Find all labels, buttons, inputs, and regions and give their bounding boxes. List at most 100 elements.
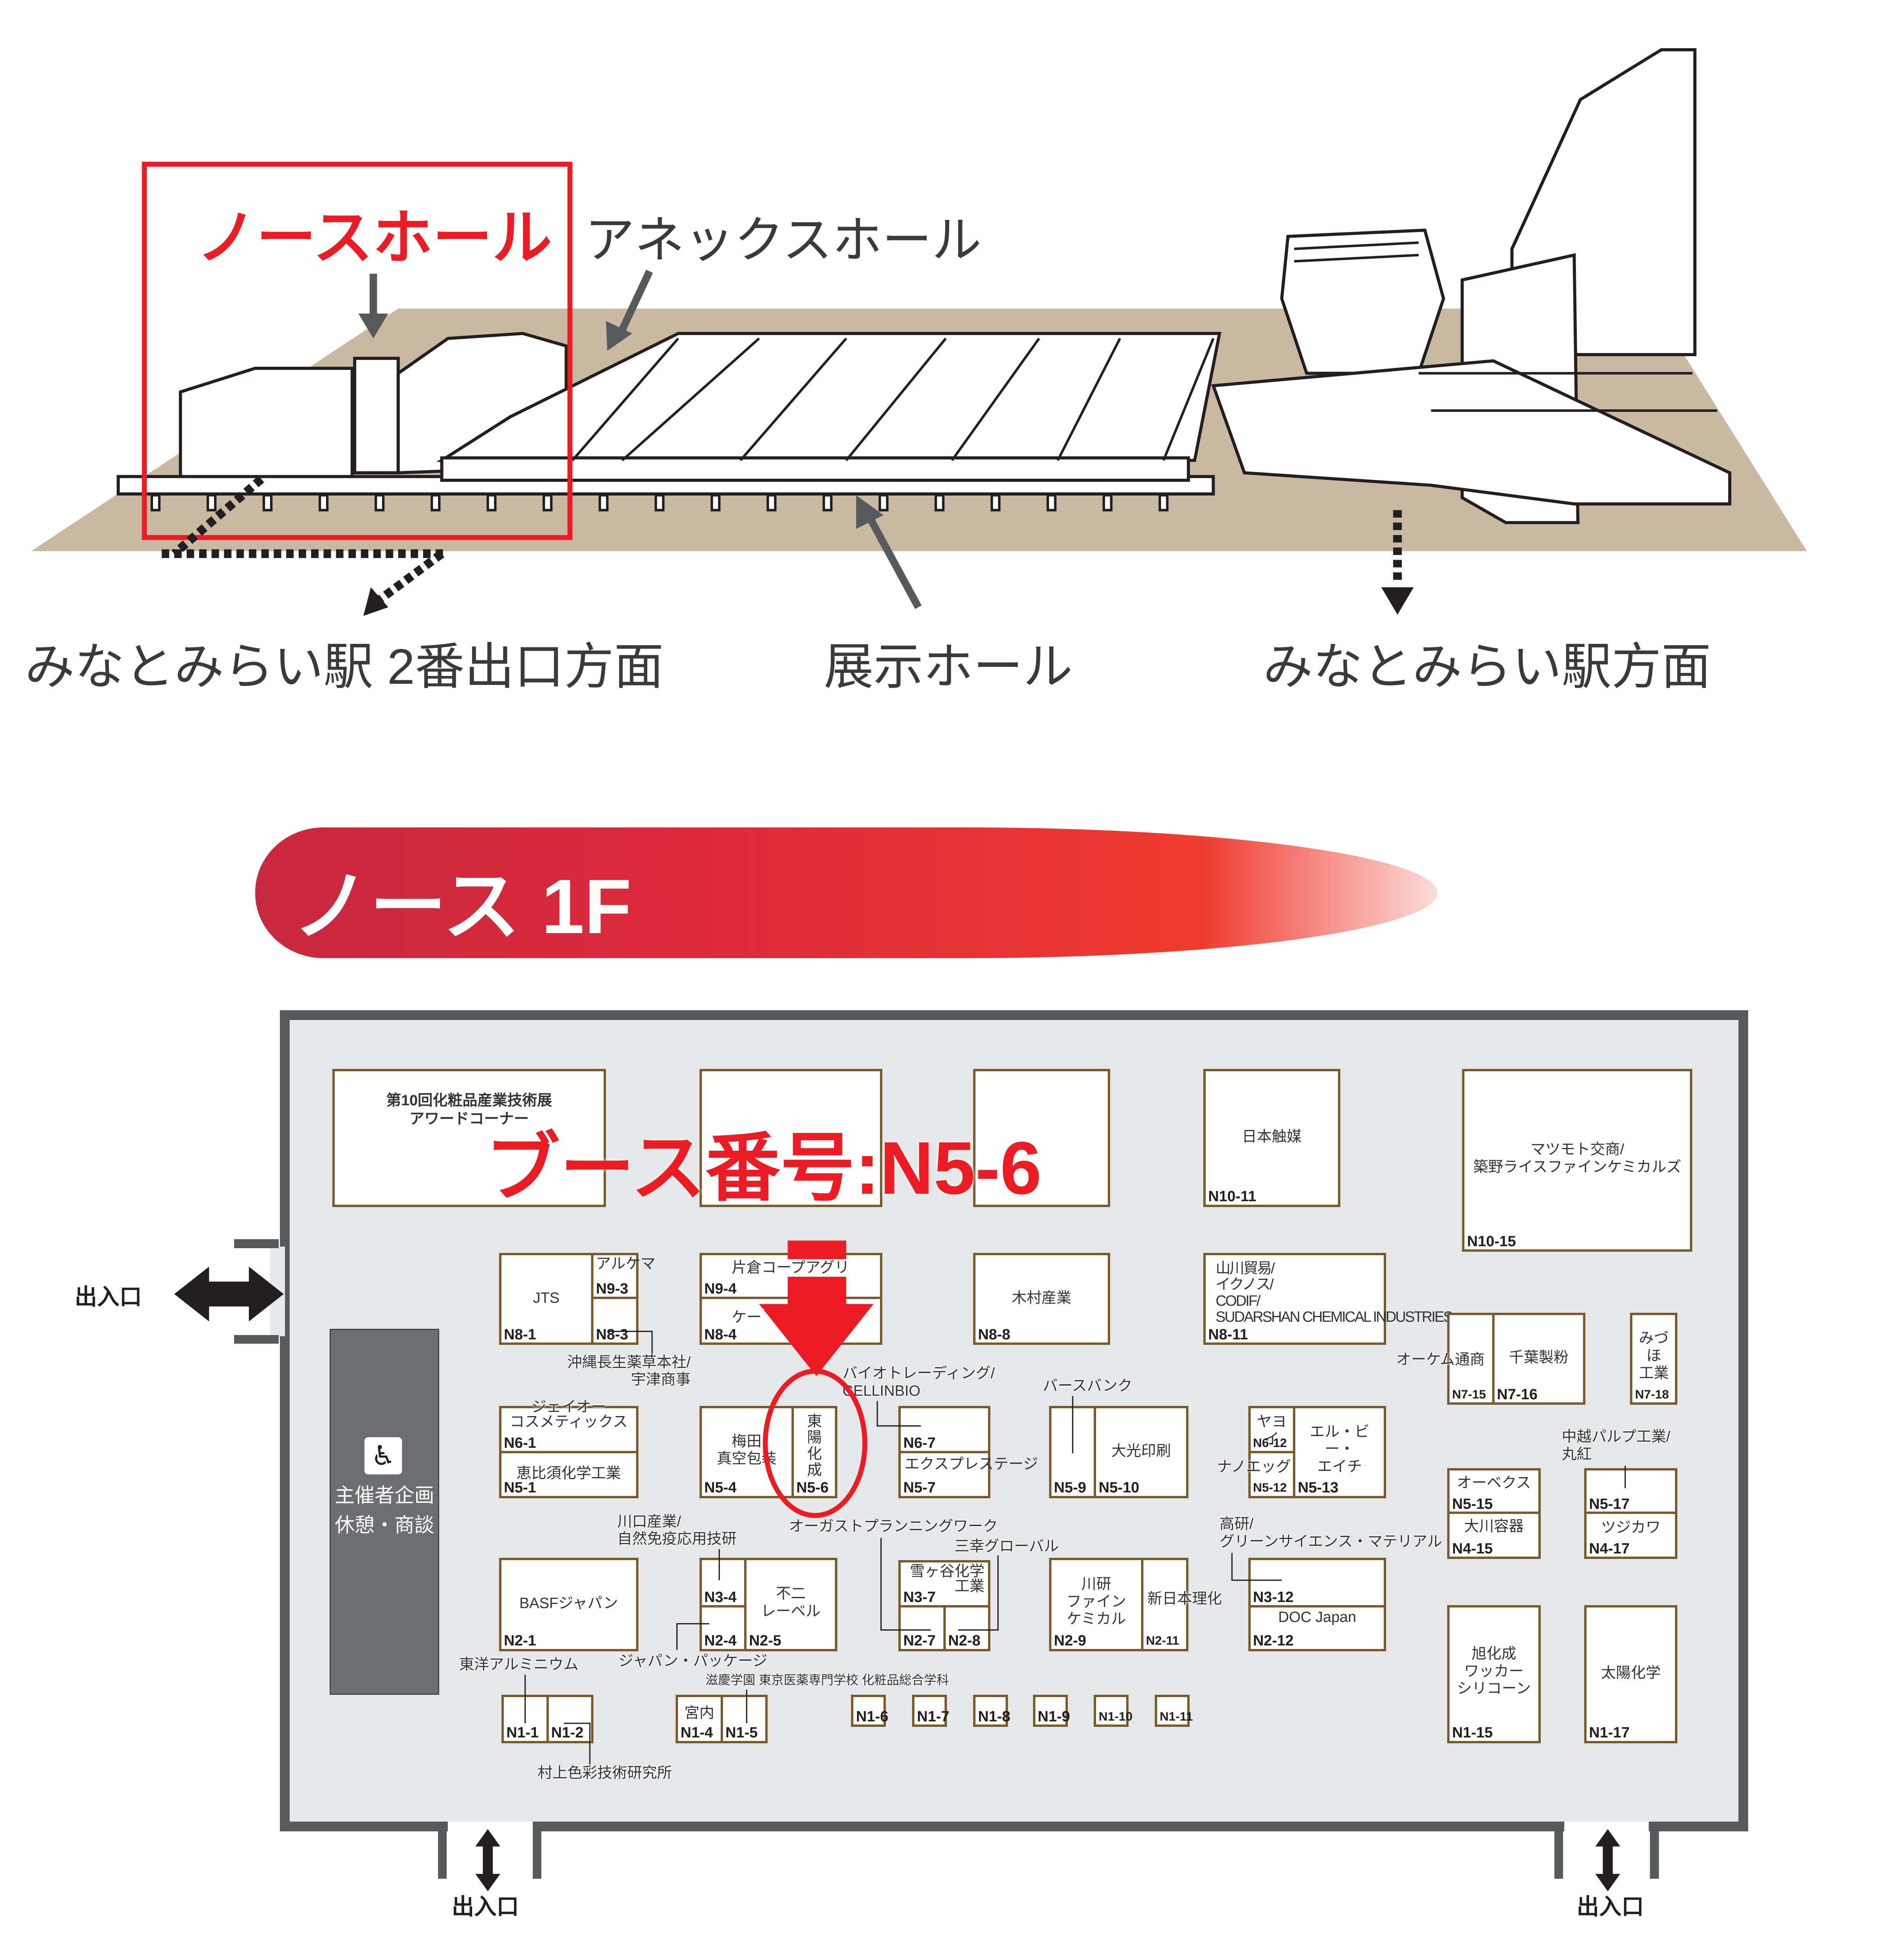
booth-number: N1-4 — [680, 1724, 713, 1741]
booth-name: BASFジャパン — [519, 1595, 618, 1612]
callout-biotrading: バイオトレーディング/ CELLINBIO — [842, 1365, 995, 1399]
booth-number: N5-4 — [704, 1479, 737, 1496]
booth-number: N1-17 — [1589, 1724, 1630, 1741]
booth-name: 川研 ファイン ケミカル — [1066, 1575, 1126, 1627]
booth-number: N8-8 — [978, 1326, 1010, 1343]
booth-N1-6[interactable]: N1-6 — [851, 1694, 888, 1727]
left-entrance-label: 出入口 — [74, 1285, 142, 1310]
booth-number: N1-5 — [725, 1724, 758, 1741]
north-hall-annex-block — [353, 357, 400, 474]
bottom-right-entrance-label: 出入口 — [1576, 1894, 1644, 1919]
booth-N1-5[interactable]: N1-5 — [720, 1694, 768, 1743]
booth-number: N6-7 — [903, 1434, 936, 1451]
booth-blank[interactable] — [699, 1069, 882, 1207]
booth-name: マツモト交商/ 築野ライスファインケミカルズ — [1473, 1141, 1682, 1175]
booth-number: N5-17 — [1589, 1495, 1630, 1512]
booth-name: 東 陽 化 成 — [807, 1413, 822, 1478]
booth-number: N5-15 — [1452, 1495, 1493, 1512]
booth-N5-12[interactable]: N5-12 — [1248, 1451, 1296, 1498]
booth-N2-11[interactable]: N2-11 — [1141, 1558, 1188, 1651]
booth-number: N8-4 — [704, 1326, 737, 1343]
exit2-arrowhead — [363, 587, 388, 616]
booth-number: N2-9 — [1054, 1632, 1086, 1649]
callout-kawaguchi: 川口産業/ 自然免疫応用技研 — [617, 1513, 737, 1548]
booth-number: N9-4 — [704, 1280, 737, 1297]
booth-N2-8[interactable]: N2-8 — [943, 1605, 991, 1651]
booth-N7-15[interactable]: N7-15 — [1447, 1312, 1495, 1405]
exit2-direction-label: みなとみらい駅 2番出口方面 — [25, 639, 664, 695]
award-subtitle: アワードコーナー — [409, 1110, 529, 1128]
callout-murakami: 村上色彩技術研究所 — [537, 1764, 672, 1781]
left-entrance-double-arrow-icon — [174, 1267, 284, 1322]
booth-name: 旭化成 ワッカー シリコーン — [1457, 1645, 1531, 1697]
booth-number: N5-7 — [903, 1479, 936, 1496]
venue-illustration — [31, 48, 1807, 616]
north-hall-highlight-frame — [142, 162, 573, 540]
booth-N1-7[interactable]: N1-7 — [912, 1694, 949, 1727]
booth-N1-9[interactable]: N1-9 — [1033, 1694, 1070, 1727]
booth-number-highlight: ブース番号:N5-6 — [485, 1126, 1042, 1210]
booth-N2-9[interactable]: 川研 ファイン ケミカル N2-9 — [1049, 1558, 1144, 1651]
booth-name: 大光印刷 — [1111, 1442, 1171, 1460]
booth-number: N2-4 — [704, 1632, 737, 1649]
booth-N1-2[interactable]: N1-2 — [546, 1694, 594, 1743]
booth-name: 千葉製粉 — [1509, 1349, 1569, 1366]
callout-ohkem: オーケム通商 — [1396, 1351, 1485, 1368]
booth-name: 大川容器 — [1464, 1518, 1524, 1535]
booth-number: N6-12 — [1253, 1435, 1287, 1450]
booth-number: N7-15 — [1452, 1387, 1486, 1401]
booth-blank[interactable] — [973, 1069, 1110, 1207]
callout-shinnihonrika: 新日本理化 — [1147, 1590, 1222, 1607]
booth-number: N1-1 — [506, 1724, 539, 1741]
booth-N1-4[interactable]: 宮内 N1-4 — [676, 1694, 723, 1743]
organizer-line2: 休憩・商談 — [335, 1514, 435, 1537]
booth-number: N2-5 — [749, 1632, 782, 1649]
booth-N2-4[interactable]: N2-4 — [699, 1605, 747, 1651]
booth-number: N8-11 — [1208, 1326, 1248, 1343]
callout-barsbank: バースバンク — [1043, 1377, 1132, 1395]
booth-N8-11[interactable]: 山川貿易/ イクノス/ CODIF/ SUDARSHAN CHEMICAL IN… — [1203, 1253, 1453, 1345]
north-hall-building — [178, 367, 354, 478]
callout-sanko: 三幸グローバル — [954, 1538, 1059, 1555]
station-direction-label: みなとみらい駅方面 — [1263, 639, 1711, 695]
booth-N1-11[interactable]: N1-11 — [1155, 1694, 1193, 1727]
callout-kouken: 高研/ グリーンサイエンス・マテリアル — [1219, 1516, 1442, 1550]
booth-N8-8[interactable]: 木村産業 N8-8 — [973, 1253, 1110, 1345]
booth-number: N1-9 — [1037, 1708, 1070, 1725]
booth-N1-10[interactable]: N1-10 — [1094, 1694, 1132, 1727]
booth-name: 宮内 — [684, 1704, 714, 1721]
booth-name: 不二 レーベル — [761, 1585, 821, 1620]
organizer-line1: 主催者企画 — [335, 1484, 435, 1506]
booth-number: N2-7 — [903, 1632, 936, 1649]
booth-N2-5[interactable]: 不二 レーベル N2-5 — [744, 1558, 838, 1651]
booth-N8-3[interactable]: N8-3 — [591, 1296, 638, 1345]
lounge-seat-icon: ♿ — [364, 1437, 402, 1475]
booth-name: 木村産業 — [1012, 1289, 1072, 1306]
booth-number: N5-13 — [1298, 1479, 1339, 1496]
booth-number: N5-1 — [504, 1479, 536, 1496]
booth-N1-8[interactable]: N1-8 — [973, 1694, 1010, 1727]
entrance-wall — [234, 1335, 279, 1344]
award-corner[interactable]: 第10回化粧品産業技術展 アワードコーナー — [332, 1069, 606, 1207]
